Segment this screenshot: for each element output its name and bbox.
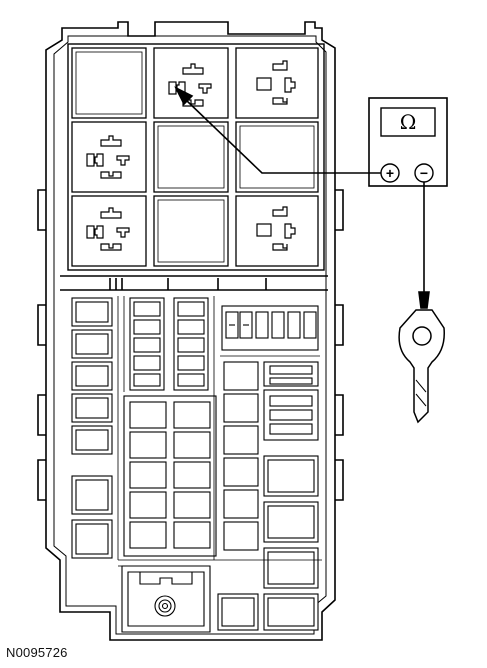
center-relay-block (123, 395, 217, 557)
ohmmeter-display-symbol: Ω (400, 110, 417, 134)
relay-cavity-r2c3 (235, 121, 319, 193)
relay-cavity-r3c3 (235, 195, 319, 267)
relay-cavity-r3c2 (153, 195, 229, 267)
relay-grid (67, 43, 325, 271)
relay-cavity-r1c1 (71, 47, 147, 119)
positive-lead-symbol: + (386, 165, 394, 181)
relay-cavity-r1c3 (235, 47, 319, 119)
relay-cavity-r2c2 (153, 121, 229, 193)
mini-relay-column-left (71, 297, 113, 559)
fuse-panel (71, 296, 322, 633)
ohmmeter: Ω + − (368, 97, 448, 187)
positive-test-lead (174, 86, 381, 174)
negative-lead-symbol: − (420, 165, 428, 181)
figure-id: N0095726 (6, 645, 68, 660)
fuse-box-housing (37, 21, 344, 641)
right-relay-column (217, 361, 319, 631)
bottom-connector (121, 565, 211, 633)
relay-cavity-r3c1 (71, 195, 147, 267)
ohmmeter-display (380, 107, 436, 137)
mini-fuse-columns (129, 297, 209, 391)
ground-terminal (398, 309, 445, 424)
relay-cavity-r2c1 (71, 121, 147, 193)
negative-test-lead (418, 182, 430, 309)
relay-cavity-r1c2 (153, 47, 229, 119)
micro-fuse-block (221, 305, 319, 351)
